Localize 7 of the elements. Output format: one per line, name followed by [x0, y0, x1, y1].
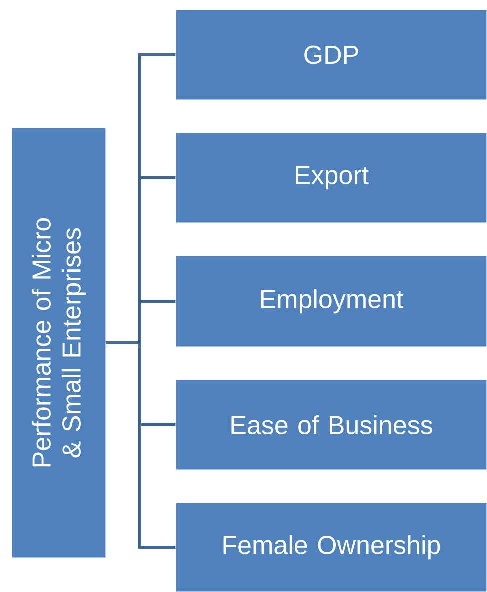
connector [106, 342, 176, 549]
item-box: Export [176, 132, 487, 224]
item-box: GDP [176, 10, 487, 100]
item-box: Employment [176, 256, 487, 348]
item-box: Ease of Business [176, 380, 487, 470]
category-box: Performance of Micro & Small Enterprises [12, 128, 106, 558]
item-box: Female Ownership [176, 502, 487, 592]
